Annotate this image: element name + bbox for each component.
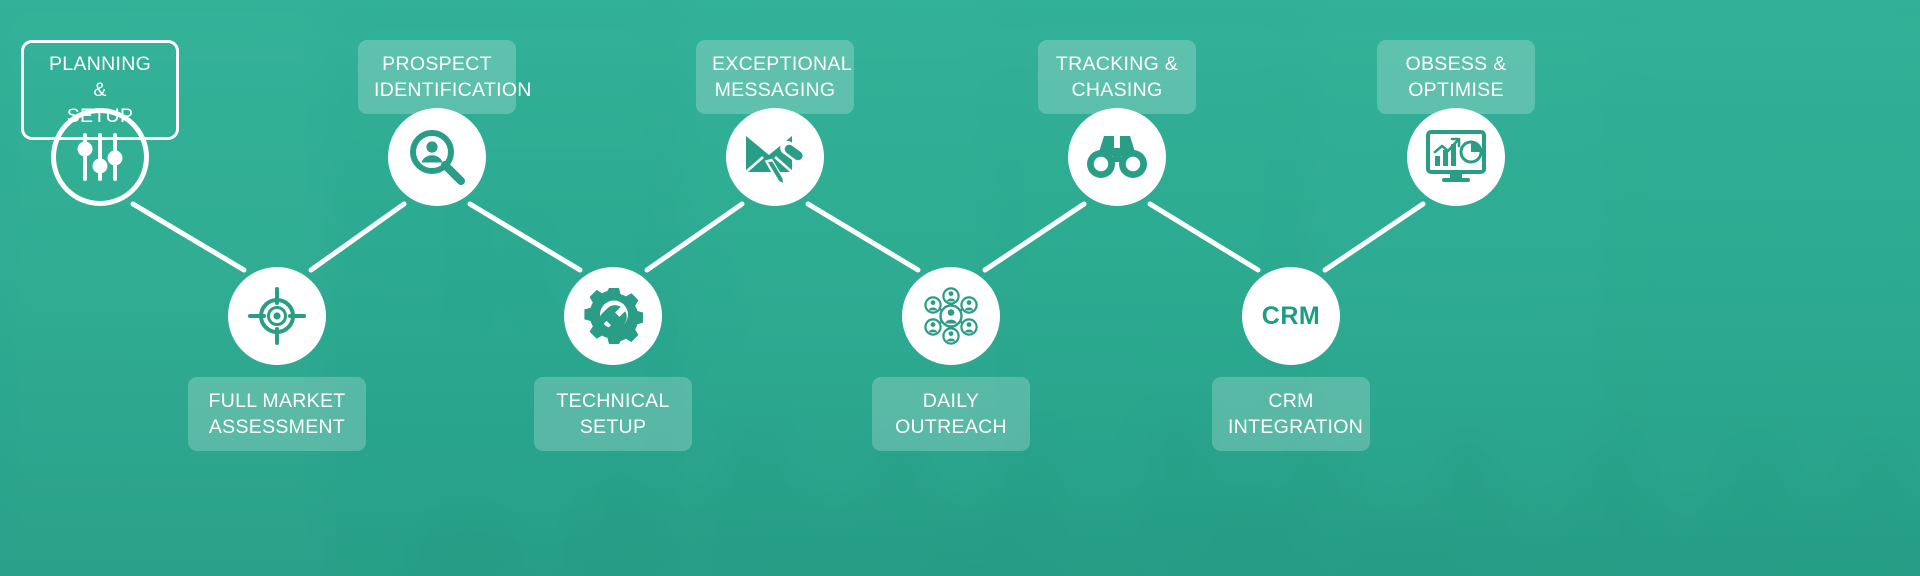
step-circle-tracking-chasing[interactable]	[1068, 108, 1166, 206]
step-node-daily-outreach[interactable]	[902, 267, 1000, 365]
step-label-technical-setup[interactable]: TECHNICAL SETUP	[534, 377, 692, 451]
binoculars-icon	[1086, 134, 1148, 180]
step-circle-full-market-assessment[interactable]	[228, 267, 326, 365]
step-circle-daily-outreach[interactable]	[902, 267, 1000, 365]
target-crosshair-icon	[248, 287, 306, 345]
step-label-crm-integration[interactable]: CRM INTEGRATION	[1212, 377, 1370, 451]
step-circle-planning-setup[interactable]	[51, 108, 149, 206]
step-node-crm-integration[interactable]: CRM	[1242, 267, 1340, 365]
step-circle-crm-integration[interactable]: CRM	[1242, 267, 1340, 365]
crm-text-icon: CRM	[1261, 301, 1321, 330]
step-node-prospect-identification[interactable]	[388, 108, 486, 206]
envelope-pen-icon	[744, 130, 806, 184]
analytics-monitor-icon	[1426, 130, 1486, 184]
magnifier-person-icon	[408, 128, 466, 186]
step-label-obsess-optimise[interactable]: OBSESS & OPTIMISE	[1377, 40, 1535, 114]
step-label-tracking-chasing[interactable]: TRACKING & CHASING	[1038, 40, 1196, 114]
step-label-prospect-identification[interactable]: PROSPECT IDENTIFICATION	[358, 40, 531, 114]
gear-wrench-icon	[583, 286, 643, 346]
people-network-icon	[920, 285, 982, 347]
step-node-planning-setup[interactable]	[51, 108, 149, 206]
step-circle-envelope-pen[interactable]	[726, 108, 824, 206]
step-circle-technical-setup[interactable]	[564, 267, 662, 365]
step-label-full-market-assessment[interactable]: FULL MARKET ASSESSMENT	[188, 377, 366, 451]
step-node-technical-setup[interactable]	[564, 267, 662, 365]
step-label-daily-outreach[interactable]: DAILY OUTREACH	[872, 377, 1030, 451]
sliders-icon	[72, 129, 128, 185]
step-node-tracking-chasing[interactable]	[1068, 108, 1166, 206]
step-circle-prospect-identification[interactable]	[388, 108, 486, 206]
step-node-exceptional-messaging[interactable]	[726, 108, 824, 206]
step-node-full-market-assessment[interactable]	[228, 267, 326, 365]
step-circle-obsess-optimise[interactable]	[1407, 108, 1505, 206]
step-node-obsess-optimise[interactable]	[1407, 108, 1505, 206]
step-label-exceptional-messaging[interactable]: EXCEPTIONAL MESSAGING	[696, 40, 854, 114]
